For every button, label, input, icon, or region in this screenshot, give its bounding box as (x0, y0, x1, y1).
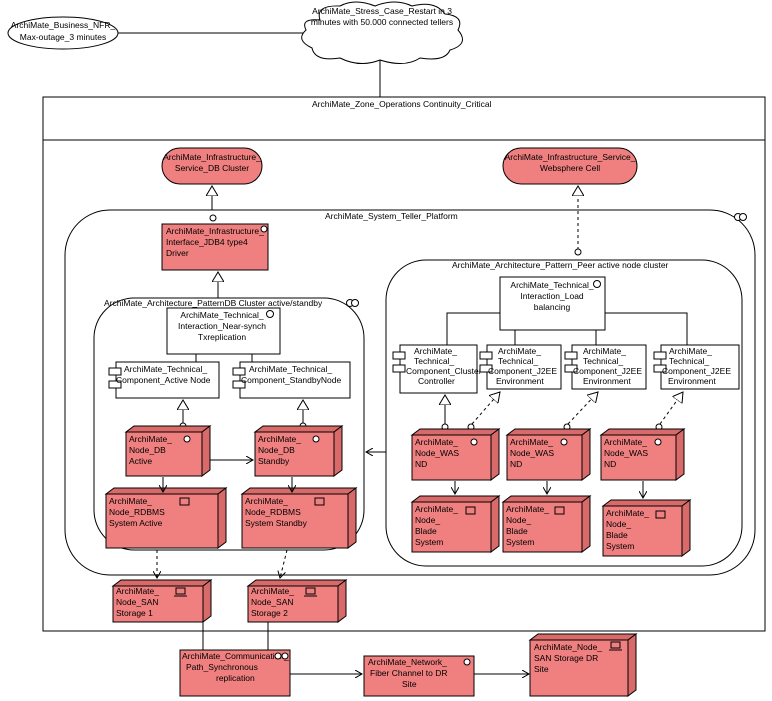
svg-text:ArchiMate_Technical_Interactio: ArchiMate_Technical_Interaction_Loadbala… (510, 280, 593, 312)
svg-text:ArchiMate_Stress_Case_Restart: ArchiMate_Stress_Case_Restart in 3minute… (311, 6, 453, 27)
active-node-component[interactable]: ArchiMate_Technical_Component_Active Nod… (108, 361, 220, 399)
svg-text:ArchiMate_Zone_Operations Cont: ArchiMate_Zone_Operations Continuity_Cri… (312, 99, 492, 109)
svg-text:ArchiMate_Technical_Interactio: ArchiMate_Technical_Interaction_Near-syn… (178, 310, 266, 342)
svg-text:ArchiMate_System_Teller_Platfo: ArchiMate_System_Teller_Platform (325, 211, 458, 221)
svg-text:ArchiMate_Technical_Component_: ArchiMate_Technical_Component_J2EEEnviro… (662, 346, 731, 386)
svg-text:ArchiMate_Architecture_Pattern: ArchiMate_Architecture_Pattern_Peer acti… (452, 260, 669, 270)
near-synch-interaction[interactable]: ArchiMate_Technical_Interaction_Near-syn… (166, 307, 281, 355)
standby-node-component[interactable]: ArchiMate_Technical_Component_StandbyNod… (232, 361, 351, 399)
svg-text:ArchiMate_Business_NFR_Max-out: ArchiMate_Business_NFR_Max-outage_3 minu… (11, 20, 116, 42)
svg-text:ArchiMate_Network_Fiber Channe: ArchiMate_Network_Fiber Channel to DRSit… (368, 657, 447, 689)
svg-text:ArchiMate_Infrastructure_Inter: ArchiMate_Infrastructure_Interface_JDB4 … (166, 226, 264, 258)
svg-text:ArchiMate_Technical_Component_: ArchiMate_Technical_Component_StandbyNod… (241, 364, 341, 385)
svg-text:ArchiMate_Infrastructure_Servi: ArchiMate_Infrastructure_Service_Websphe… (505, 152, 636, 173)
db-cluster-service[interactable]: ArchiMate_Infrastructure_Service_DB Clus… (161, 147, 263, 185)
svg-text:ArchiMate_Architecture_Pattern: ArchiMate_Architecture_PatternDB Cluster… (104, 298, 323, 308)
svg-text:ArchiMate_Communication_Path_S: ArchiMate_Communication_Path_Synchronous… (182, 651, 289, 683)
peer-pattern[interactable]: ArchiMate_Architecture_Pattern_Peer acti… (385, 259, 743, 567)
svg-text:ArchiMate_Technical_Component_: ArchiMate_Technical_Component_J2EEEnviro… (488, 346, 557, 386)
business-nfr-ellipse[interactable]: ArchiMate_Business_NFR_Max-outage_3 minu… (7, 16, 119, 50)
svg-text:ArchiMate_Technical_Component_: ArchiMate_Technical_Component_ClusterCon… (406, 346, 482, 386)
svg-text:ArchiMate_Infrastructure_Servi: ArchiMate_Infrastructure_Service_DB Clus… (163, 152, 261, 173)
svg-text:ArchiMate_Technical_Component_: ArchiMate_Technical_Component_J2EEEnviro… (573, 346, 642, 386)
websphere-service[interactable]: ArchiMate_Infrastructure_Service_Websphe… (502, 147, 638, 185)
jdb4-interface[interactable]: ArchiMate_Infrastructure_Interface_JDB4 … (161, 223, 269, 271)
svg-text:ArchiMate_Technical_Component_: ArchiMate_Technical_Component_Active Nod… (116, 364, 211, 385)
communication-path[interactable]: ArchiMate_Communication_Path_Synchronous… (179, 649, 291, 697)
